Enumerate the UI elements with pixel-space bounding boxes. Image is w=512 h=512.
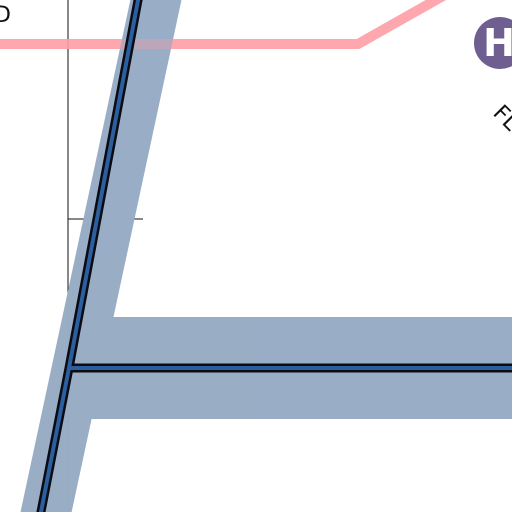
circle-letter-icon [474,17,512,69]
marker-letter: H [483,21,512,65]
map-marker[interactable]: H [474,17,512,69]
route-fill [38,0,512,512]
boundary-line-overlay [0,0,447,49]
boundary-line [0,0,447,49]
top-left-label-fragment: D [0,3,11,28]
